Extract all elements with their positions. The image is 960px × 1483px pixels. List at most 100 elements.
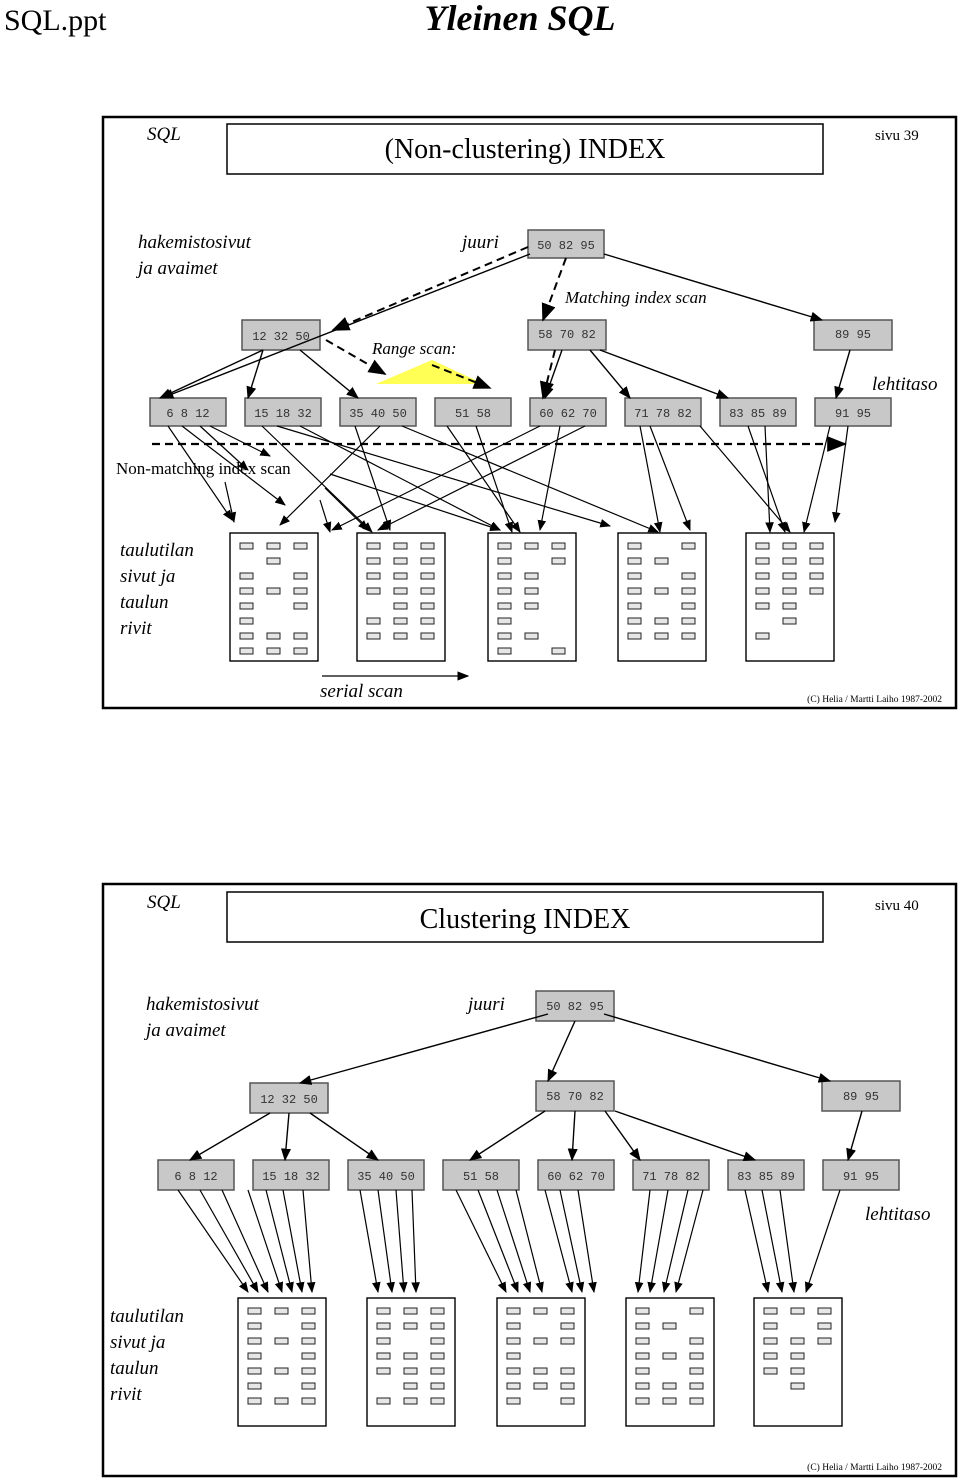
table-row-slot: [403, 1352, 418, 1360]
table-pages: [229, 532, 835, 662]
matching-scan-path: [539, 349, 556, 400]
table-row-slot: [627, 617, 642, 625]
table-label-line3: taulun: [110, 1358, 159, 1379]
row-pointer: [649, 425, 691, 532]
tree-edge: [846, 1110, 863, 1162]
table-row-slot: [239, 632, 254, 640]
leaf-node: 91 95: [822, 1159, 900, 1191]
table-row-slot: [393, 572, 408, 580]
mid-node-2: 58 70 82: [527, 319, 607, 351]
table-row-slot: [274, 1337, 289, 1345]
leaf-node: 83 85 89: [719, 397, 797, 427]
tree-edge: [188, 1112, 271, 1161]
index-pages-label-line1: hakemistosivut: [138, 232, 252, 253]
leaf-keys: 35 40 50: [357, 1170, 415, 1184]
row-pointer: [699, 425, 791, 533]
table-row-slot: [782, 617, 797, 625]
file-name: SQL.ppt: [4, 4, 107, 37]
row-pointer: [247, 1189, 284, 1294]
tree-edge: [299, 349, 359, 399]
table-page: [356, 532, 446, 662]
table-page: [753, 1297, 843, 1427]
mid-node-2: 58 70 82: [535, 1080, 615, 1112]
leaf-keys: 51 58: [463, 1170, 499, 1184]
table-row-slot: [533, 1307, 548, 1315]
range-scan-label: Range scan:: [371, 339, 457, 358]
table-row-slot: [560, 1307, 575, 1315]
table-row-slot: [420, 542, 435, 550]
table-label-line1: taulutilan: [120, 540, 194, 561]
mid-node-3: 89 95: [813, 319, 893, 351]
row-pointer: [224, 481, 237, 524]
row-pointer: [647, 1189, 669, 1294]
table-row-slot: [782, 557, 797, 565]
table-row-slot: [551, 647, 566, 655]
table-row-slot: [635, 1322, 650, 1330]
table-row-slot: [293, 647, 308, 655]
slide-title: (Non-clustering) INDEX: [385, 134, 666, 165]
table-row-slot: [524, 572, 539, 580]
table-row-slot: [689, 1397, 704, 1405]
range-scan-path: [431, 364, 492, 389]
table-row-slot: [681, 617, 696, 625]
row-pointer: [674, 1189, 704, 1294]
tree-edge: [834, 349, 851, 400]
row-pointer: [832, 425, 849, 524]
row-pointer: [181, 425, 286, 506]
table-row-slot: [366, 542, 381, 550]
table-row-slot: [266, 542, 281, 550]
leaf-keys: 15 18 32: [262, 1170, 320, 1184]
table-label-line2: sivut ja: [120, 566, 175, 587]
table-row-slot: [654, 632, 669, 640]
row-pointer: [747, 425, 786, 534]
root-label: juuri: [459, 232, 499, 253]
table-row-slot: [497, 647, 512, 655]
table-row-slot: [301, 1307, 316, 1315]
row-pointer: [401, 425, 659, 533]
table-row-slot: [763, 1367, 778, 1375]
leaf-keys: 35 40 50: [349, 407, 407, 421]
slide-non-clustering: SQL (Non-clustering) INDEX sivu 39 hakem…: [101, 115, 958, 710]
table-row-slot: [662, 1352, 677, 1360]
table-row-slot: [239, 617, 254, 625]
table-row-slot: [301, 1352, 316, 1360]
table-row-slot: [560, 1322, 575, 1330]
row-pointer: [559, 1189, 585, 1294]
table-row-slot: [430, 1307, 445, 1315]
table-row-slot: [817, 1337, 832, 1345]
mid-node-1: 12 32 50: [241, 319, 321, 351]
table-row-slot: [817, 1322, 832, 1330]
table-row-slot: [635, 1382, 650, 1390]
leaf-node: 71 78 82: [632, 1159, 710, 1191]
table-row-slot: [506, 1307, 521, 1315]
index-pages-label-line1: hakemistosivut: [146, 994, 260, 1015]
table-row-slot: [782, 572, 797, 580]
leaf-node: 51 58: [442, 1159, 520, 1191]
table-row-slot: [393, 617, 408, 625]
row-pointer: [515, 1189, 544, 1294]
table-row-slot: [247, 1382, 262, 1390]
table-row-slot: [689, 1352, 704, 1360]
table-row-slot: [497, 542, 512, 550]
mid-keys: 89 95: [835, 328, 871, 342]
table-row-slot: [420, 617, 435, 625]
mid-keys: 12 32 50: [252, 330, 310, 344]
table-row-slot: [497, 557, 512, 565]
table-row-slot: [809, 557, 824, 565]
leaf-level-label: lehtitaso: [865, 1204, 930, 1225]
row-pointer: [496, 1189, 532, 1294]
row-pointer: [331, 425, 541, 531]
table-row-slot: [763, 1307, 778, 1315]
table-row-slot: [376, 1307, 391, 1315]
leaf-keys: 83 85 89: [737, 1170, 795, 1184]
mid-keys: 89 95: [843, 1090, 879, 1104]
copyright: (C) Helia / Martti Laiho 1987-2002: [807, 1462, 942, 1473]
table-row-slot: [627, 587, 642, 595]
table-row-slot: [430, 1382, 445, 1390]
table-row-slot: [809, 542, 824, 550]
row-pointer: [199, 425, 249, 471]
mid-keys: 58 70 82: [538, 328, 596, 342]
row-pointer: [475, 425, 513, 534]
table-row-slot: [420, 632, 435, 640]
